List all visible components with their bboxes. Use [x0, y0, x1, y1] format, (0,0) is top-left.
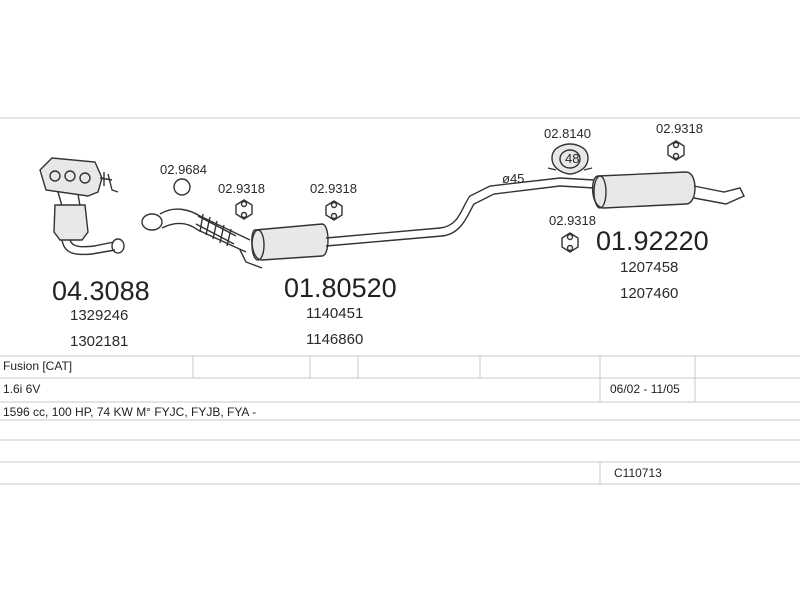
- catalyst-ref-2: 1302181: [70, 333, 128, 350]
- hanger-c-drawing: [667, 140, 685, 161]
- catalog-code-cell: C110713: [614, 466, 662, 480]
- rear-silencer-code: 01.92220: [596, 226, 709, 256]
- rear-silencer-drawing: [559, 171, 745, 209]
- middle-silencer-ref-2: 1146860: [306, 331, 363, 348]
- hanger-d-code: 02.9318: [549, 213, 596, 228]
- hanger-a-drawing: [235, 199, 253, 220]
- catalyst-drawing: [39, 157, 125, 256]
- hanger-c-code: 02.9318: [656, 121, 703, 136]
- middle-silencer-code: 01.80520: [284, 273, 397, 303]
- spec-table-lines: [0, 355, 800, 485]
- front-pipe-drawing: [141, 208, 263, 269]
- clamp-drawing: [547, 143, 593, 175]
- pipe-diameter-label: ø45: [502, 171, 524, 186]
- period-cell: 06/02 - 11/05: [610, 382, 680, 396]
- spec-cell: 1596 cc, 100 HP, 74 KW M° FYJC, FYJB, FY…: [3, 405, 257, 419]
- ring-gasket-code: 02.9684: [160, 162, 207, 177]
- model-cell: Fusion [CAT]: [3, 359, 73, 373]
- rear-silencer-ref-2: 1207460: [620, 285, 678, 302]
- hanger-a-code: 02.9318: [218, 181, 265, 196]
- hanger-b-drawing: [325, 200, 343, 221]
- rear-silencer-ref-1: 1207458: [620, 259, 678, 276]
- ring-gasket-drawing: [173, 178, 191, 196]
- clamp-size: 48: [565, 151, 579, 166]
- catalyst-ref-1: 1329246: [70, 307, 128, 324]
- engine-cell: 1.6i 6V: [3, 382, 41, 396]
- catalyst-code: 04.3088: [52, 276, 150, 306]
- hanger-b-code: 02.9318: [310, 181, 357, 196]
- clamp-code: 02.8140: [544, 126, 591, 141]
- middle-silencer-ref-1: 1140451: [306, 305, 363, 322]
- hanger-d-drawing: [561, 232, 579, 253]
- middle-silencer-drawing: [251, 177, 561, 261]
